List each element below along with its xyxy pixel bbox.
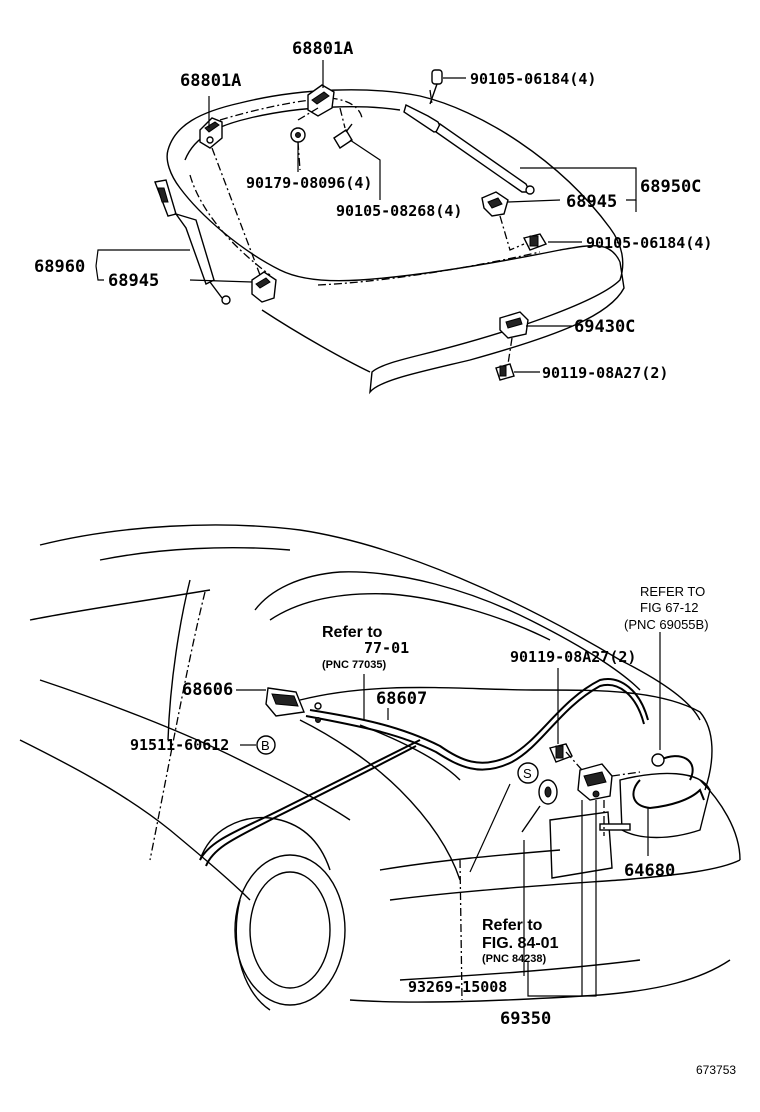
label-lock-bolt: 90119-08A27(2) [510, 648, 636, 666]
hinge-left-part [199, 117, 223, 149]
hinge-bolt-part [290, 127, 306, 143]
hinge-screw-part [333, 123, 353, 149]
upper-leader-lines [95, 60, 637, 373]
stay-left-bracket-part [251, 271, 277, 303]
label-stay-left-assy: 68960 [34, 257, 85, 277]
key-cylinder-part [521, 779, 558, 833]
refer-fig67-line1: REFER TO [640, 584, 705, 599]
label-key-cylinder: 93269-15008 [408, 978, 507, 996]
refer-77-line3: (PNC 77035) [322, 659, 387, 671]
marker-b: B [256, 735, 276, 755]
refer-84-line2: FIG. 84-01 [482, 935, 559, 952]
bolt-mid-right-part [522, 233, 548, 251]
refer-84-line3: (PNC 84238) [482, 953, 547, 965]
label-lock-cable: 64680 [624, 861, 675, 881]
striker-part [499, 311, 529, 339]
opener-lever-part [265, 687, 322, 723]
label-hinge-bolt: 90179-08096(4) [246, 174, 372, 192]
label-hinge-screw: 90105-08268(4) [336, 202, 462, 220]
lock-bolt-part [549, 743, 573, 763]
stay-left-part [154, 179, 231, 305]
label-lock-assy: 69350 [500, 1009, 551, 1029]
label-opener-lever: 68606 [182, 680, 233, 700]
stay-right-part [403, 69, 535, 195]
refer-fig67-line3: (PNC 69055B) [624, 617, 709, 632]
label-bolt-mid-right: 90105-06184(4) [586, 234, 712, 252]
lower-leader-lines [236, 632, 661, 997]
marker-b-text: B [261, 738, 270, 753]
lower-alignment-lines [565, 751, 641, 836]
label-stay-left-bracket: 68945 [108, 271, 159, 291]
label-stay-right-bracket: 68945 [566, 192, 617, 212]
car-body-drawing [19, 524, 741, 1011]
striker-bolt-part [495, 363, 515, 381]
stay-right-bracket-part [481, 191, 509, 217]
label-bolt-top-right: 90105-06184(4) [470, 70, 596, 88]
label-opener-screw: 91511-60612 [130, 736, 229, 754]
label-hinge-center: 68801A [292, 39, 353, 59]
label-striker: 69430C [574, 317, 635, 337]
marker-s-text: S [523, 766, 532, 781]
hinge-center-part [307, 84, 335, 117]
label-stay-right-assy: 68950C [640, 177, 701, 197]
label-striker-bolt: 90119-08A27(2) [542, 364, 668, 382]
trunk-lid-drawing [166, 89, 625, 395]
label-hinge-left: 68801A [180, 71, 241, 91]
lock-cable-part [599, 753, 705, 831]
refer-77-line1: Refer to [322, 624, 383, 641]
refer-fig67-line2: FIG 67-12 [640, 600, 699, 615]
cable-routing [199, 678, 649, 867]
refer-84-line1: Refer to [482, 917, 543, 934]
figure-id: 673753 [696, 1063, 736, 1077]
lock-assy-part [577, 763, 613, 801]
marker-s: S [517, 762, 539, 784]
label-cable: 68607 [376, 689, 427, 709]
refer-77-line2: 77-01 [364, 639, 409, 657]
upper-alignment-lines [211, 89, 525, 365]
